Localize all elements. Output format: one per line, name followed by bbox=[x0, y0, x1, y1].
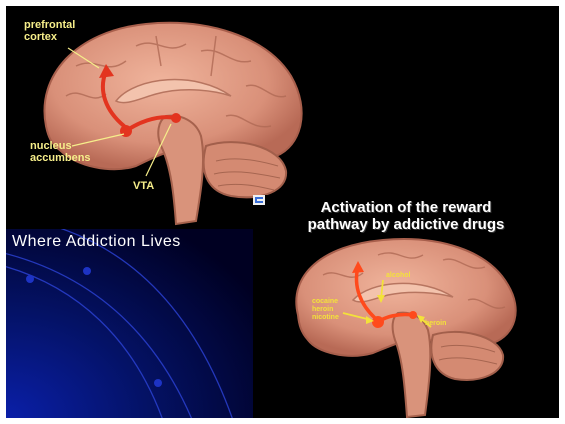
brainstem-shape bbox=[158, 116, 203, 224]
title-panel: Where Addiction Lives bbox=[6, 229, 253, 418]
label-prefrontal-cortex: prefrontal cortex bbox=[24, 19, 75, 43]
brainstem-shape bbox=[393, 313, 431, 417]
slide-title: Where Addiction Lives bbox=[12, 233, 181, 251]
label-nucleus-accumbens: nucleus accumbens bbox=[30, 140, 91, 164]
label-heroin: heroin bbox=[425, 320, 446, 328]
blank-panel bbox=[330, 6, 559, 195]
label-cocaine-heroin-nicotine: cocaine heroin nicotine bbox=[312, 298, 339, 322]
logo-icon bbox=[253, 195, 265, 205]
brain-diagram-bottom: Activation of the reward pathway by addi… bbox=[253, 195, 559, 418]
label-alcohol: alcohol bbox=[386, 272, 411, 280]
label-vta: VTA bbox=[133, 180, 154, 192]
diagram-title: Activation of the reward pathway by addi… bbox=[257, 199, 555, 233]
decorative-arcs bbox=[6, 229, 253, 418]
